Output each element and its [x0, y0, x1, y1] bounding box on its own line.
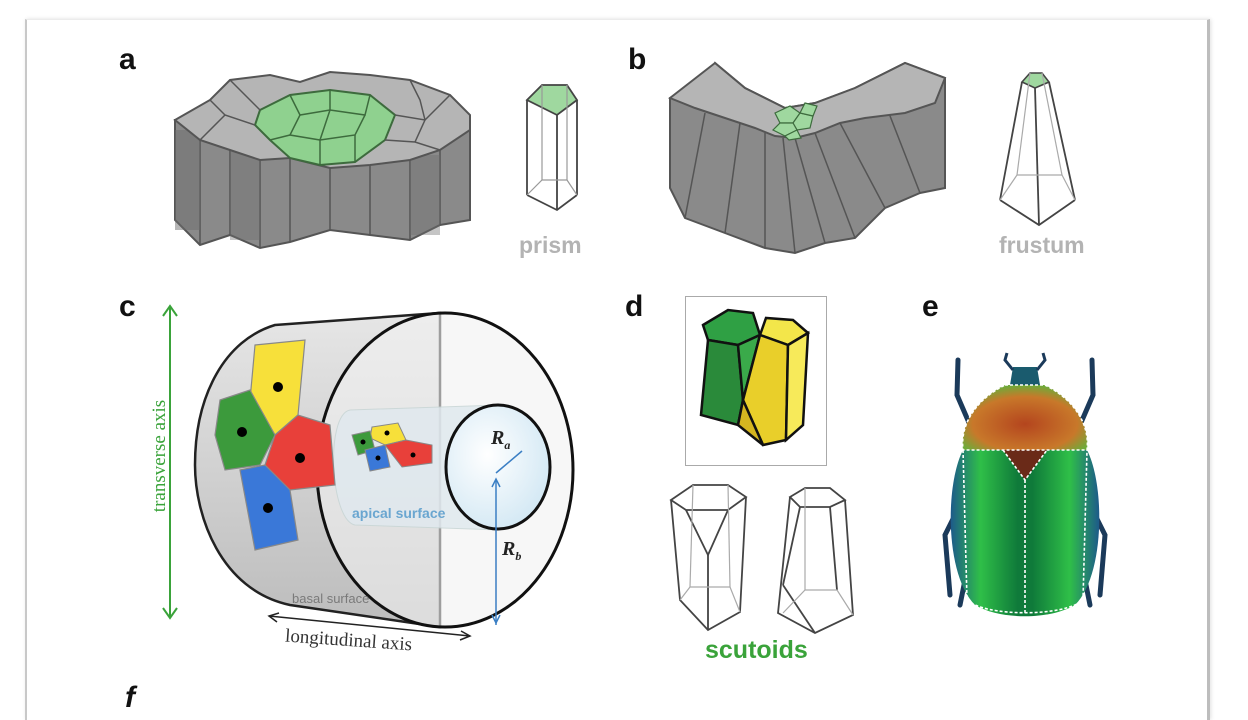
panel-label-a: a	[119, 43, 136, 76]
radius-apical-label: Ra	[491, 427, 510, 453]
radius-apical-symbol: R	[491, 427, 505, 449]
frustum-wireframe	[999, 72, 1076, 227]
transverse-axis-label: transverse axis	[149, 399, 170, 513]
panel-label-f: f	[125, 681, 135, 714]
frustum-caption: frustum	[999, 232, 1085, 258]
prism-caption: prism	[519, 232, 582, 258]
radius-apical-subscript: a	[504, 438, 511, 452]
radius-basal-label: Rb	[502, 538, 521, 564]
panel-label-d: d	[625, 290, 644, 323]
basal-surface-label: basal surface	[292, 591, 370, 606]
radius-basal-subscript: b	[515, 549, 522, 563]
prism-wireframe	[525, 84, 579, 212]
epithelium-frustum-illustration	[668, 61, 947, 255]
beetle-photo	[942, 352, 1108, 617]
panel-label-c: c	[119, 290, 136, 323]
epithelium-prism-illustration	[173, 70, 471, 250]
transverse-axis-arrow	[162, 304, 178, 620]
scutoid-wireframe-1	[669, 484, 748, 632]
scutoid-colored-render	[699, 308, 811, 447]
panel-label-b: b	[628, 43, 647, 76]
radius-basal-symbol: R	[502, 538, 516, 560]
scutoid-wireframe-2	[777, 487, 854, 635]
cylinder-tissue-model	[193, 311, 575, 629]
apical-surface-label: apical surface	[352, 505, 446, 521]
panel-label-e: e	[922, 290, 939, 323]
scutoids-caption: scutoids	[705, 636, 808, 664]
longitudinal-axis-arrow	[267, 612, 472, 641]
